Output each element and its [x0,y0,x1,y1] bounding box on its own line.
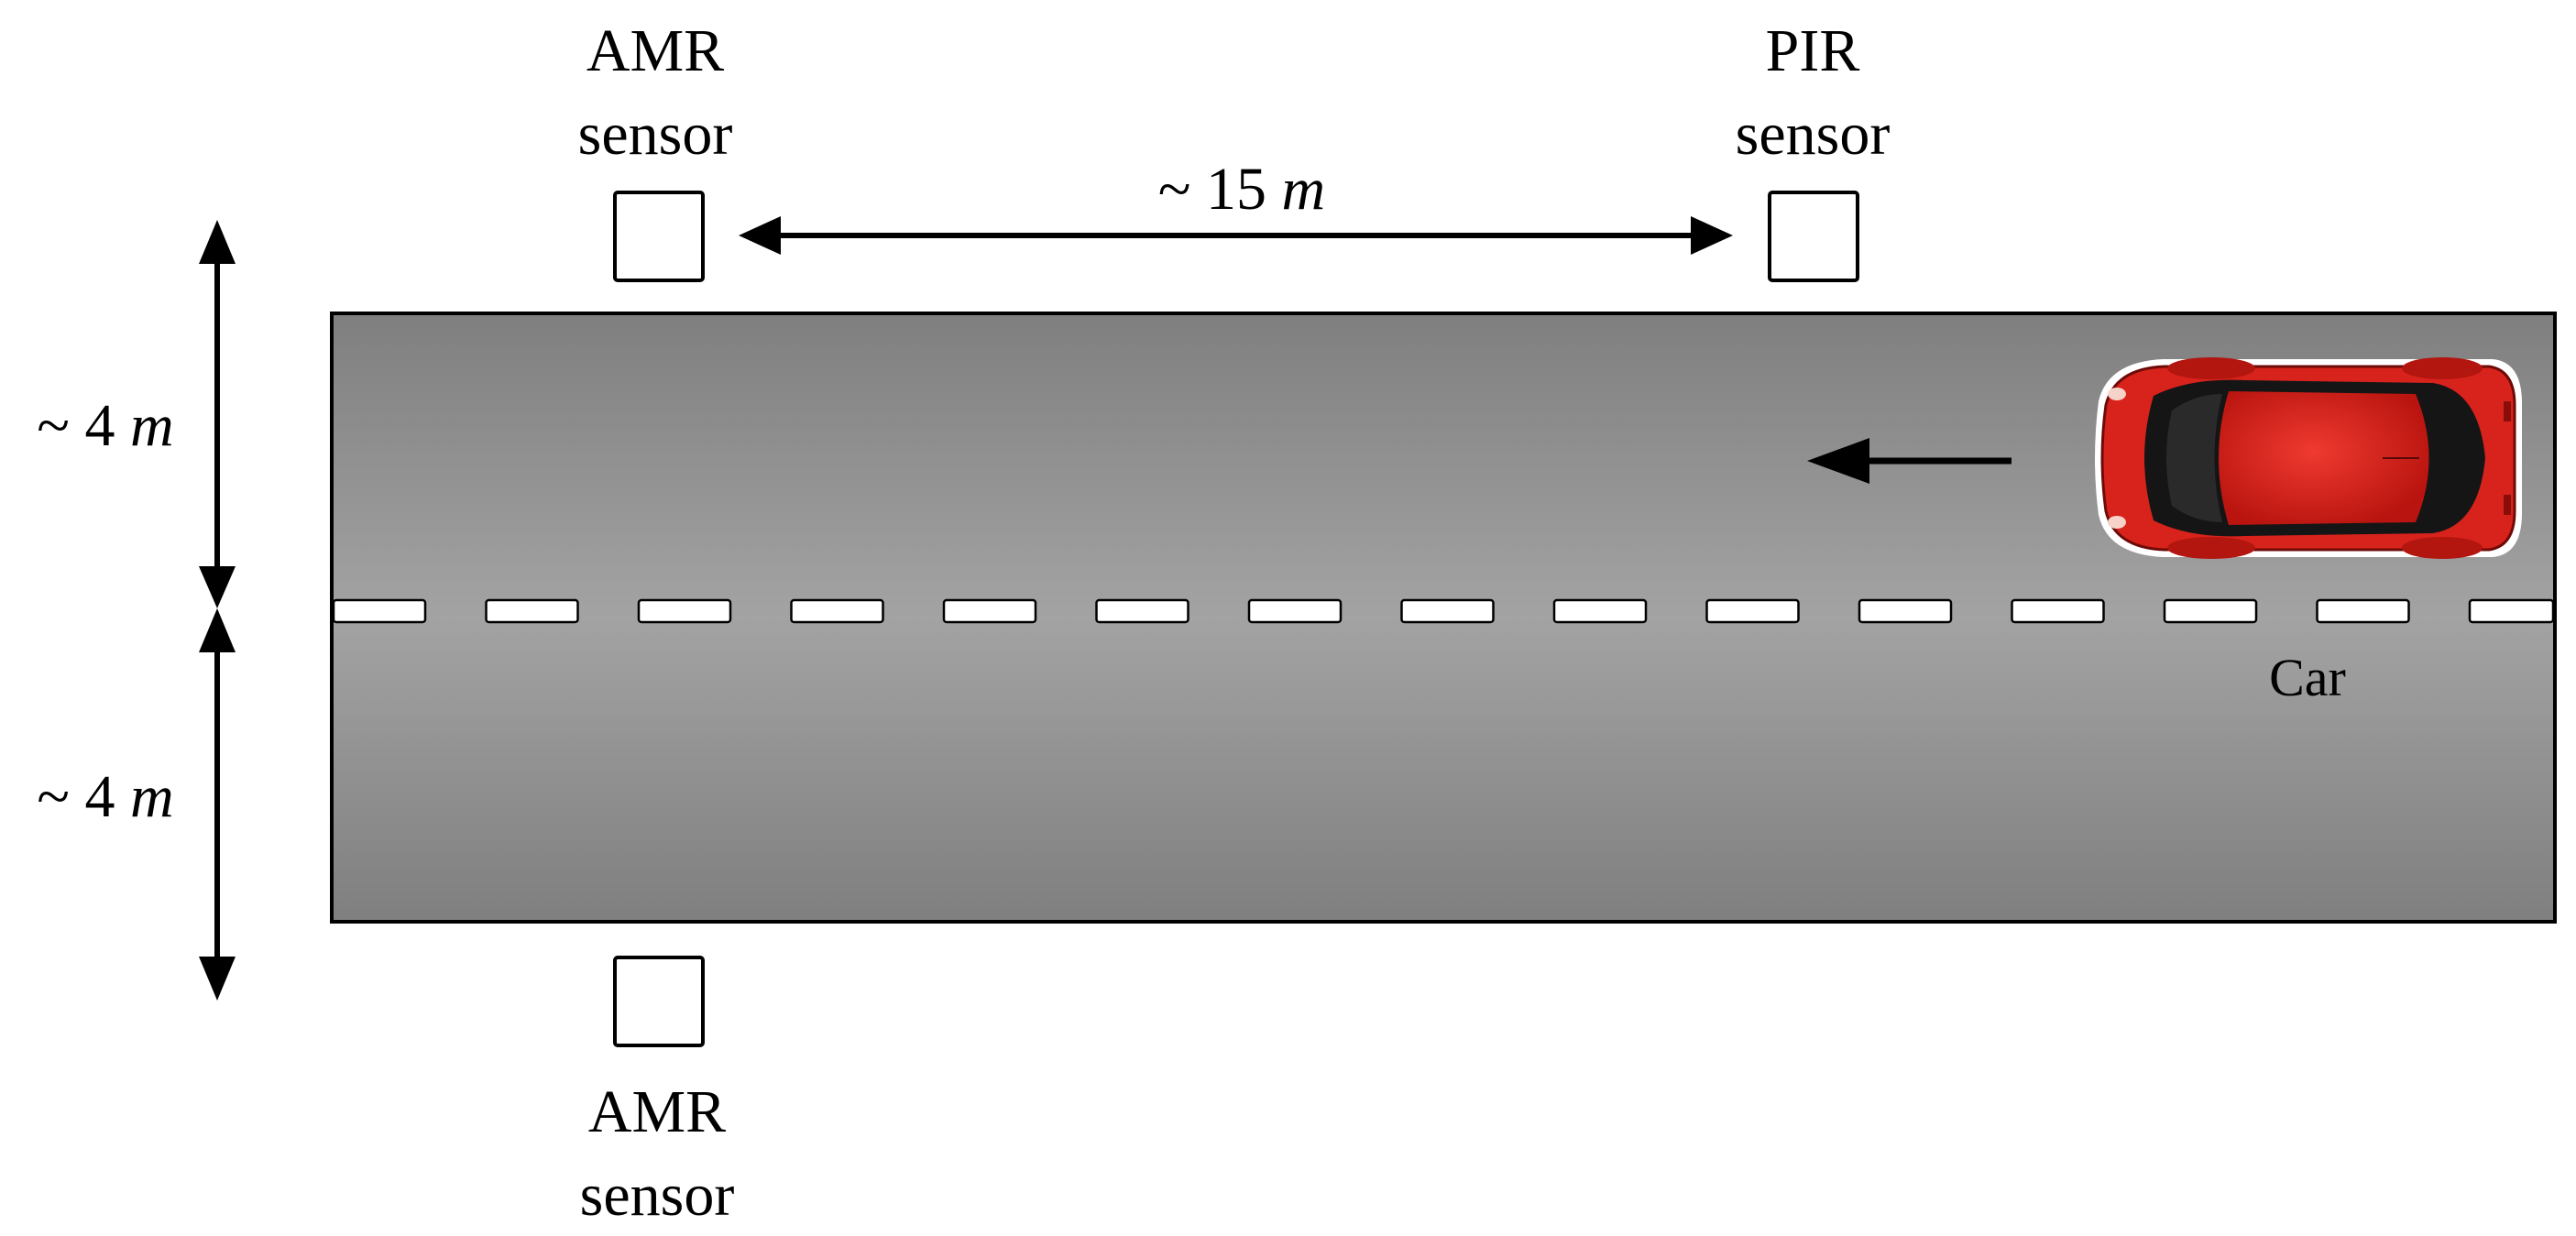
lane-dash [2468,598,2555,624]
amr-sensor-bottom-label-line2: sensor [580,1162,735,1229]
lane-dash [332,598,427,624]
distance-arrow-right-head [1691,216,1733,255]
car-icon [2095,357,2522,559]
distance-label: ~ 15 m [1158,156,1325,223]
lane-dash [1552,598,1648,624]
amr-sensor-bottom-box [613,956,705,1047]
lane-dash [2316,598,2410,624]
pir-sensor-label-line1: PIR [1766,17,1860,84]
lane-dash [790,598,884,624]
amr-sensor-top-label-line1: AMR [586,17,724,84]
lane-dash [1705,598,1800,624]
lane-width-top-label: ~ 4 m [37,392,173,459]
lane-dash [2011,598,2105,624]
lane-dash [485,598,579,624]
amr-sensor-top-label-line2: sensor [578,101,733,168]
amr-sensor-top-box [613,191,705,282]
lane-width-arrow-top [199,220,236,608]
lane-dash [1858,598,1953,624]
lane-dash [1095,598,1189,624]
lane-width-bottom-label: ~ 4 m [37,763,173,830]
pir-sensor-label-line2: sensor [1736,101,1891,168]
lane-dash [2163,598,2258,624]
car-label: Car [2269,648,2346,707]
lane-dash [1400,598,1495,624]
distance-arrow-left-head [739,216,781,255]
distance-arrow [739,216,1733,255]
direction-arrow [1807,438,2011,484]
amr-sensor-bottom-label-line1: AMR [588,1078,726,1145]
pir-sensor-box [1768,191,1859,282]
lane-divider [332,598,2555,624]
lane-width-arrow-bottom [199,608,236,1001]
lane-dash [942,598,1037,624]
lane-dash [637,598,732,624]
lane-dash [1247,598,1343,624]
